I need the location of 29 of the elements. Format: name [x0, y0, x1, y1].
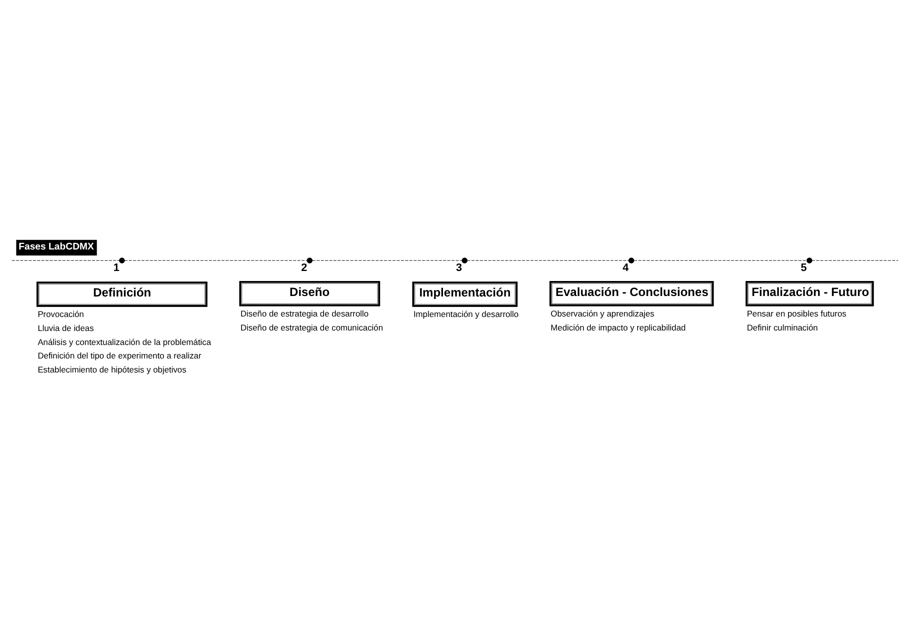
node-label: Definición del tipo de experimento a realizar: [37, 350, 201, 361]
diagram-title: Fases LabCDMX: [18, 241, 94, 252]
node-label: Diseño de estrategia de comunicación: [240, 322, 383, 332]
node-label: 2: [300, 262, 307, 274]
connector: [312, 260, 462, 261]
node-label: Diseño de estrategia de desarrollo: [240, 308, 368, 319]
node-label: Lluvia de ideas: [37, 323, 94, 334]
node-label: Provocación: [37, 309, 84, 320]
connector: [811, 260, 898, 261]
node-circle: [461, 258, 468, 264]
node-label: Definir culminación: [746, 322, 818, 332]
node-circle: [306, 258, 312, 264]
connector: [124, 260, 307, 261]
connector: [633, 260, 806, 261]
node-label: 4: [622, 262, 628, 274]
node-label: 5: [800, 262, 806, 274]
node-label: 1: [112, 262, 119, 274]
node-label: Medición de impacto y replicabilidad: [550, 322, 686, 332]
node-circle: [806, 258, 812, 264]
node-label: Análisis y contextualización de la problemática: [37, 336, 211, 347]
node-circle: [628, 258, 634, 264]
node-label: Implementación y desarrollo: [412, 309, 518, 320]
node-circle: [118, 258, 124, 264]
node-label: Pensar en posibles futuros: [746, 308, 846, 319]
node-label: Observación y aprendizajes: [550, 308, 654, 319]
node-label: Establecimiento de hipótesis y objetivos: [37, 364, 186, 375]
connector: [11, 260, 120, 261]
connector: [466, 260, 628, 261]
node-label: 3: [456, 262, 462, 274]
